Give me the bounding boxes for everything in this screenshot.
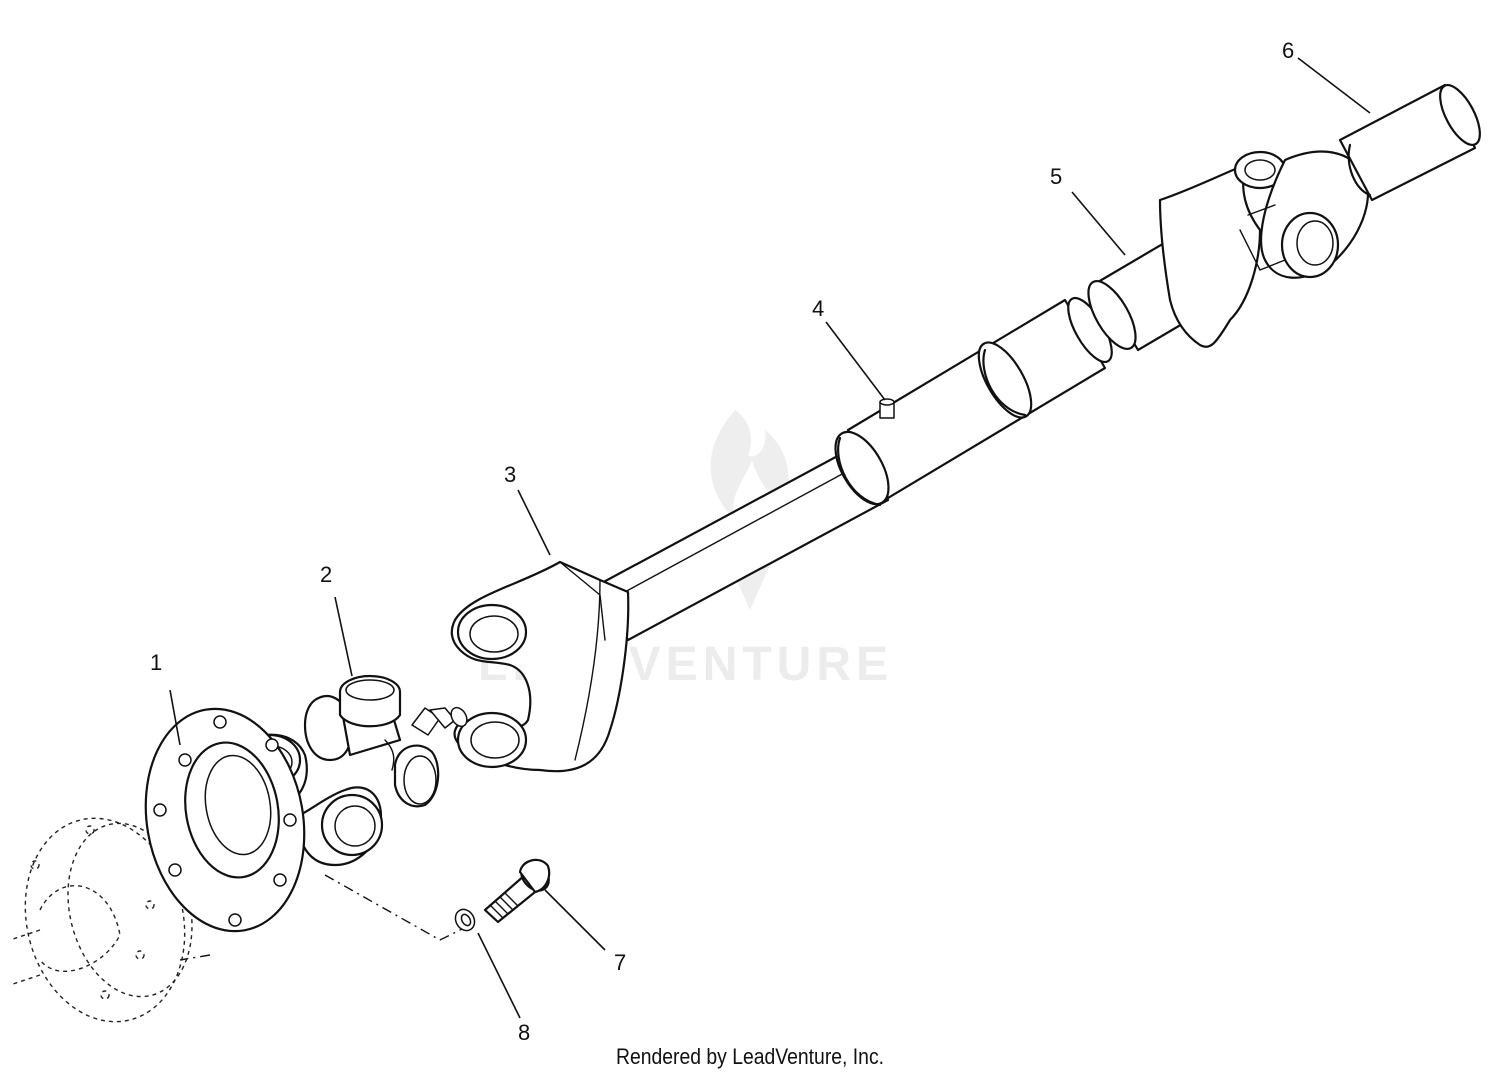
hub-alignment-line	[179, 954, 211, 961]
cross-and-bearing-kit	[303, 674, 440, 808]
centerline	[324, 874, 471, 941]
cap-screw	[483, 858, 551, 924]
rear-u-joint	[1158, 150, 1370, 348]
cross-grease-zerk	[411, 706, 468, 736]
callout-8: 8	[518, 1020, 530, 1040]
callout-2: 2	[320, 562, 332, 587]
callout-6: 6	[1282, 38, 1294, 63]
lock-washer	[454, 908, 476, 932]
callout-3: 3	[504, 462, 516, 487]
callout-5: 5	[1050, 164, 1062, 189]
driveshaft-exploded-view: LEADVENTURE	[9, 38, 1481, 1040]
callout-1: 1	[150, 650, 162, 675]
footer-credit: Rendered by LeadVenture, Inc.	[615, 1044, 885, 1069]
grease-fitting	[879, 398, 895, 419]
callout-labels: 1 2 3 4 5 6 7 8	[150, 38, 1294, 1040]
flange-yoke	[144, 707, 384, 933]
shaft-outer-tube	[834, 296, 1113, 507]
callout-leaders	[169, 57, 1371, 1019]
front-output-tube	[1338, 83, 1481, 202]
yoke	[450, 560, 630, 773]
callout-4: 4	[812, 296, 824, 321]
callout-7: 7	[614, 950, 626, 975]
